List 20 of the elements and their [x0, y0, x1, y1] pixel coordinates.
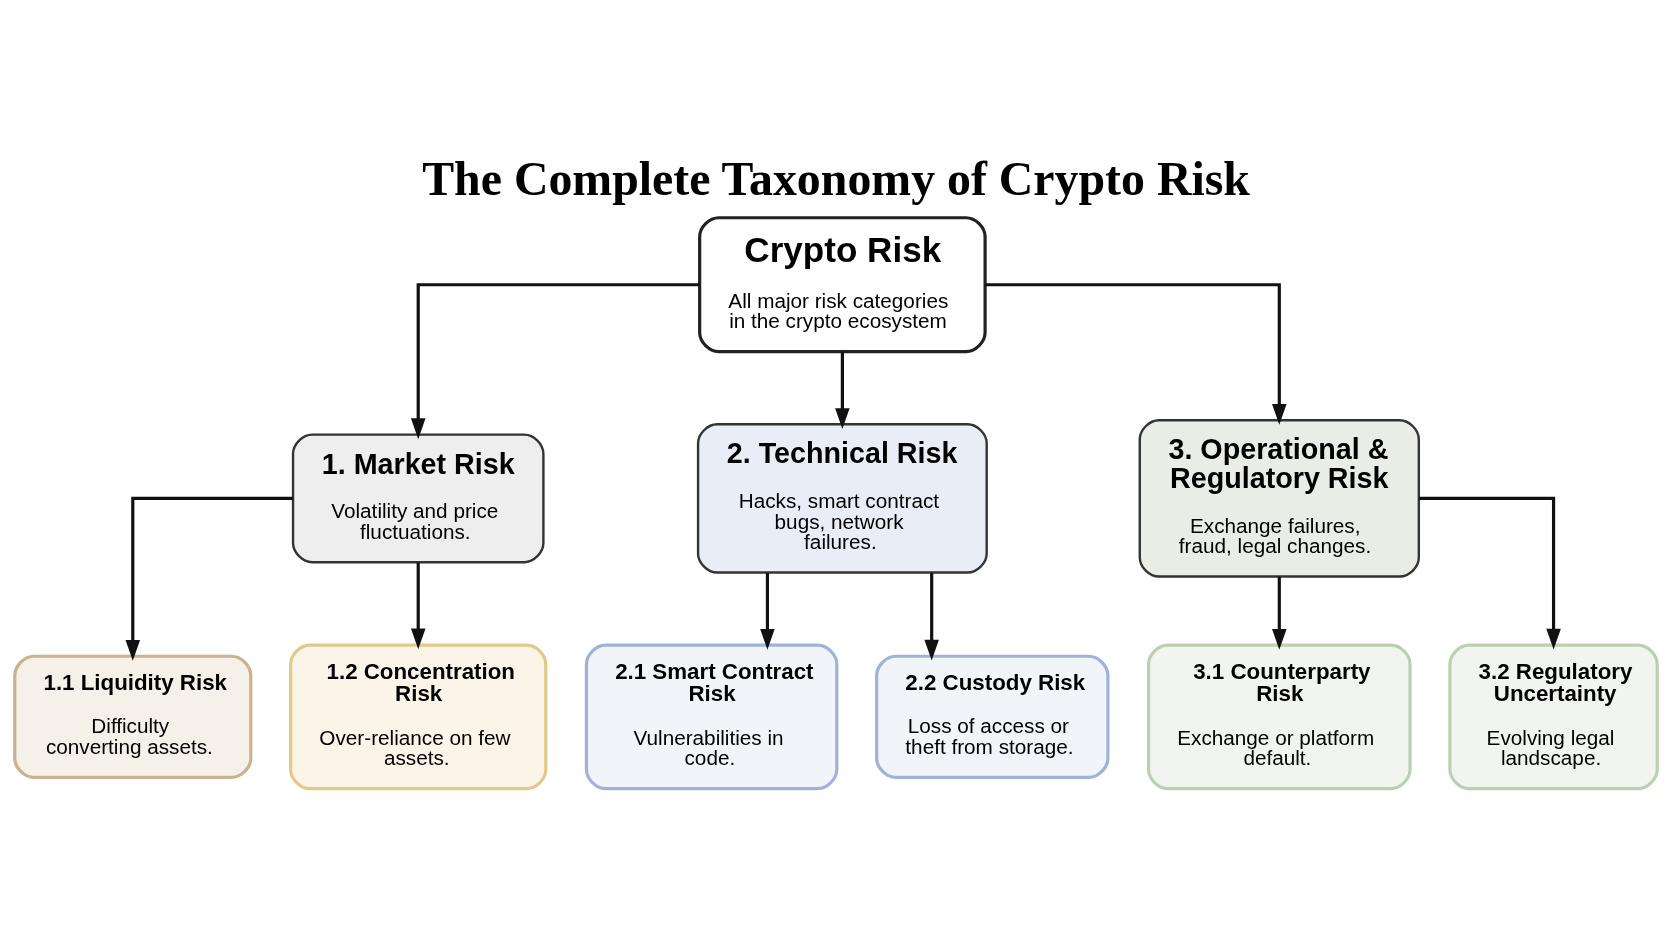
node-box: 3. Operational & Regulatory Risk Exchange failures, fraud, legal changes. — [1138, 419, 1420, 578]
node-box: 2.1 Smart Contract Risk Vulnerabilities in code. — [584, 643, 839, 791]
node-box: 3.2 Regulatory Uncertainty Evolving legal landscape. — [1448, 643, 1659, 791]
arrow — [1418, 496, 1561, 650]
arrow — [985, 283, 1287, 425]
arrow — [924, 572, 939, 661]
node-box: 1. Market Risk Volatility and price fluctuations. — [291, 433, 545, 564]
node-box: 1.2 Concentration Risk Over-reliance on few assets. — [289, 643, 548, 791]
arrow — [835, 351, 850, 430]
arrow — [1272, 576, 1287, 650]
diagram-title: The Complete Taxonomy of Crypto Risk — [422, 152, 1250, 206]
node-box: 2.2 Custody Risk Loss of access or theft from storage. — [875, 654, 1110, 780]
arrow — [760, 572, 775, 650]
node-box: 1.1 Liquidity Risk Difficulty converting assets. — [13, 654, 253, 780]
arrow — [125, 496, 293, 661]
arrow — [410, 562, 426, 650]
node-box: Crypto Risk All major risk categories in the crypto ecosystem — [698, 216, 987, 354]
arrow — [410, 283, 700, 440]
node-box: 3.1 Counterparty Risk Exchange or platform default. — [1146, 643, 1412, 791]
node-box: 2. Technical Risk Hacks, smart contract bugs, network failures. — [696, 423, 988, 574]
